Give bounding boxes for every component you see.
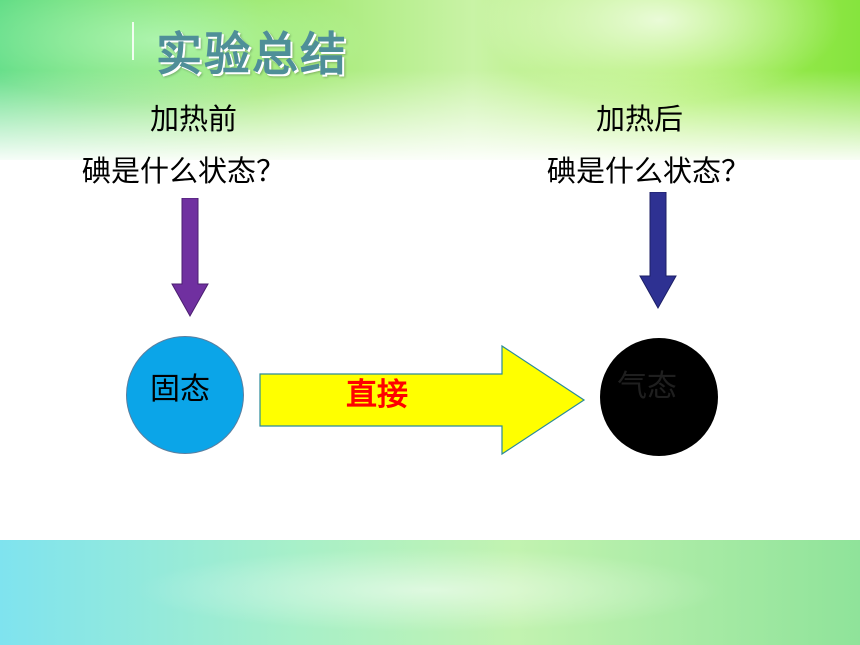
sublimation-arrow-shape bbox=[259, 344, 586, 456]
gas-state-circle bbox=[600, 338, 718, 456]
before-heating-question: 碘是什么状态？ bbox=[82, 154, 286, 188]
solid-state-circle bbox=[126, 336, 244, 454]
down-arrow-before bbox=[171, 198, 209, 318]
background-bottom-band bbox=[0, 540, 860, 645]
after-heating-question: 碘是什么状态？ bbox=[547, 154, 751, 188]
title-accent-bar bbox=[132, 22, 134, 60]
sublimation-label: 直接 bbox=[346, 377, 408, 413]
solid-state-label: 固态 bbox=[150, 372, 210, 407]
before-heating-heading: 加热前 bbox=[150, 102, 238, 136]
gas-state-label: 气态 bbox=[617, 369, 677, 404]
background-top-fade bbox=[0, 70, 860, 170]
sublimation-arrow bbox=[259, 344, 586, 456]
down-arrow-before-shape bbox=[171, 198, 209, 318]
down-arrow-after-shape bbox=[639, 192, 677, 310]
after-heating-heading: 加热后 bbox=[596, 102, 684, 136]
page-title: 实验总结 bbox=[156, 27, 348, 81]
down-arrow-after bbox=[639, 192, 677, 310]
